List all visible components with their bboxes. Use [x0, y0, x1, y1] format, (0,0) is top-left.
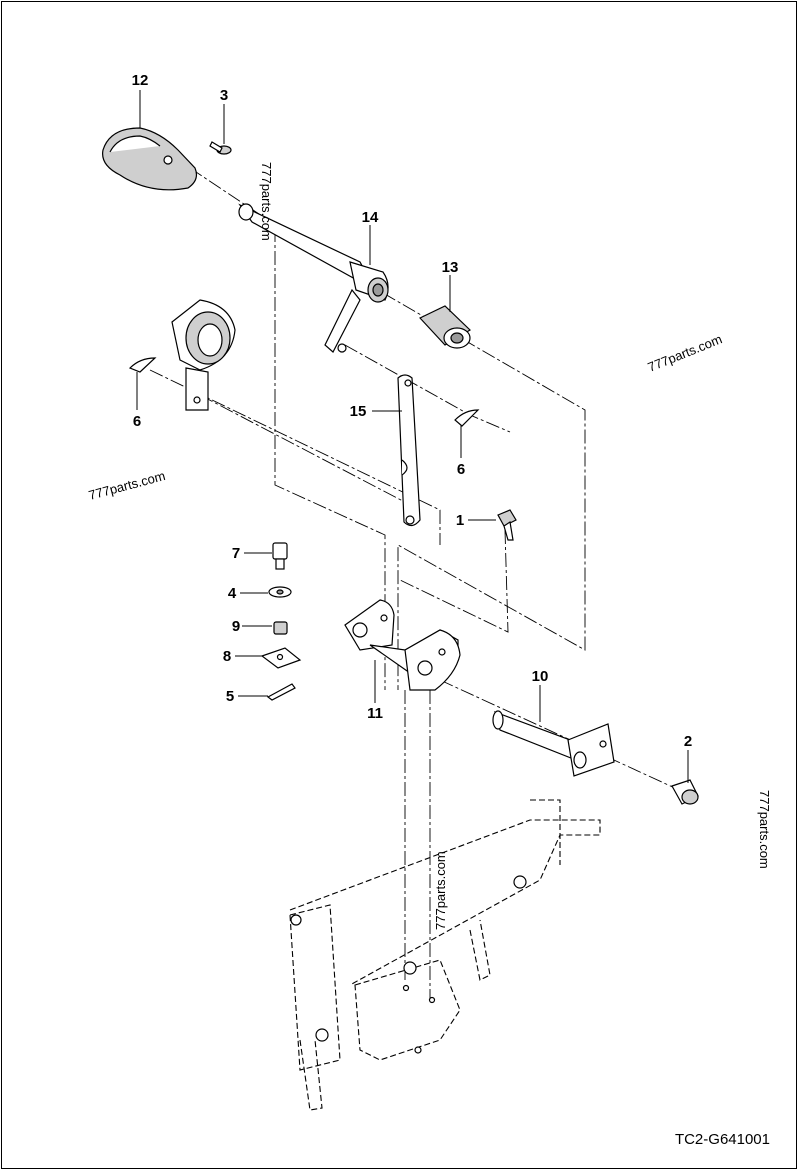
watermarks: 777parts.com 777parts.com 777parts.com 7… — [87, 162, 772, 930]
main-frame-assembly — [289, 799, 601, 1111]
watermark-3: 777parts.com — [87, 468, 167, 503]
watermark-4: 777parts.com — [757, 790, 772, 869]
callout-6-left: 6 — [133, 413, 141, 430]
watermark-2: 777parts.com — [646, 331, 725, 374]
part-11-mounting-bracket — [344, 599, 461, 691]
callout-4: 4 — [228, 585, 237, 602]
drawing-code: TC2-G641001 — [675, 1131, 770, 1148]
part-13-bushing — [419, 305, 471, 349]
part-8-clip-plate — [260, 647, 302, 669]
callout-9: 9 — [232, 618, 240, 635]
part-10-pivot-shaft — [492, 710, 615, 777]
part-6-hairpin-right — [454, 409, 480, 427]
pivot-bracket — [171, 299, 236, 411]
callout-12: 12 — [132, 72, 149, 89]
callout-11: 11 — [367, 705, 383, 722]
part-9-spacer — [273, 621, 288, 635]
callout-13: 13 — [442, 259, 459, 276]
callout-3: 3 — [220, 87, 228, 104]
callout-8: 8 — [223, 648, 231, 665]
part-2-bolt — [671, 779, 699, 805]
part-3-screw — [209, 141, 232, 155]
part-4-washer — [268, 586, 292, 598]
callout-14: 14 — [362, 209, 379, 226]
watermark-5: 777parts.com — [433, 851, 448, 930]
part-12-handle-grip — [102, 127, 198, 191]
part-14-lever-shaft — [238, 203, 389, 353]
callout-7: 7 — [232, 545, 240, 562]
watermark-1: 777parts.com — [259, 162, 274, 241]
assembly-centerlines — [149, 167, 691, 1000]
part-6-hairpin-left — [128, 357, 157, 373]
callout-6-right: 6 — [457, 461, 465, 478]
callout-10: 10 — [532, 668, 549, 685]
callout-2: 2 — [684, 733, 692, 750]
leader-lines — [136, 90, 689, 783]
callout-5: 5 — [226, 688, 234, 705]
callout-1: 1 — [456, 512, 464, 529]
callout-15: 15 — [350, 403, 367, 420]
part-1-bolt — [497, 509, 517, 541]
part-5-cotter-pin — [266, 683, 296, 701]
part-7-pin — [272, 542, 288, 570]
callout-labels: 12 3 14 13 6 15 6 1 7 4 9 8 5 11 10 2 — [132, 72, 693, 750]
part-15-link-plate — [397, 374, 421, 527]
